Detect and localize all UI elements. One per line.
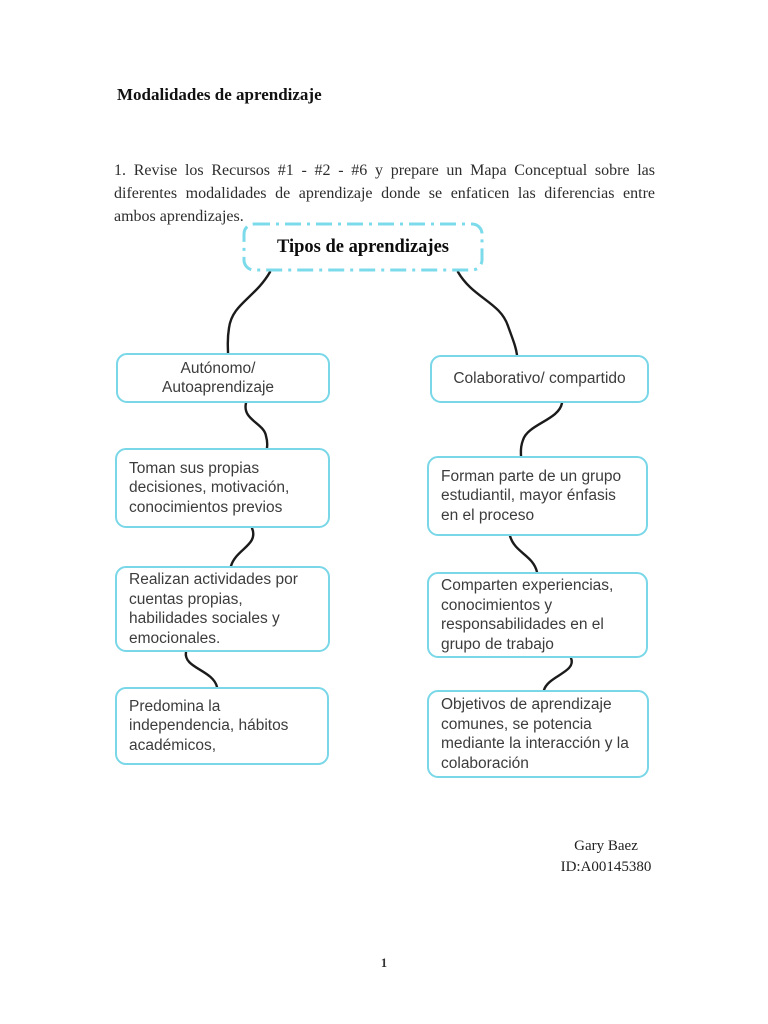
connector-right-2-3 [508,534,539,574]
node-predomina-independencia: Predomina la independencia, hábitos acad… [115,687,329,765]
root-node-label: Tipos de aprendizajes [276,236,449,257]
node-objetivos-comunes: Objetivos de aprendizaje comunes, se pot… [427,690,649,778]
signature-name: Gary Baez [574,838,638,854]
node-forman-parte: Forman parte de un grupo estudiantil, ma… [427,456,648,536]
node-label: Forman parte de un grupo estudiantil, ma… [441,467,622,524]
node-label: Realizan actividades por cuentas propias… [129,571,298,647]
node-label: Colaborativo/ compartido [453,370,626,388]
connector-right-3-4 [542,656,573,692]
connector-left-1-2 [244,401,269,450]
node-label: Predomina la independencia, hábitos acad… [129,697,289,754]
node-toman-decisiones: Toman sus propias decisiones, motivación… [115,448,330,528]
node-label: Toman sus propias decisiones, motivación… [129,459,290,516]
instruction-paragraph: 1. Revise los Recursos #1 - #2 - #6 y pr… [114,162,655,225]
node-label: Autónomo/ Autoaprendizaje [161,359,275,397]
connector-left-3-4 [184,650,219,689]
connector-root-to-left [226,270,272,355]
node-autonomo-heading: Autónomo/ Autoaprendizaje [116,353,330,403]
document-title: Modalidades de aprendizaje [117,85,322,104]
page-number: 1 [380,956,388,970]
node-realizan-actividades: Realizan actividades por cuentas propias… [115,566,330,652]
root-node-dashed-border [242,222,484,272]
node-label: Objetivos de aprendizaje comunes, se pot… [441,696,629,772]
signature-block: Gary Baez ID:A00145380 [521,836,691,878]
connector-right-1-2 [519,401,564,458]
node-colaborativo-heading: Colaborativo/ compartido [430,355,649,403]
node-comparten-experiencias: Comparten experiencias, conocimientos y … [427,572,648,658]
connector-root-to-right [456,270,519,357]
connector-left-2-3 [229,526,255,568]
signature-id: ID:A00145380 [560,859,652,875]
root-node: Tipos de aprendizajes [242,222,484,272]
node-label: Comparten experiencias, conocimientos y … [441,577,614,653]
